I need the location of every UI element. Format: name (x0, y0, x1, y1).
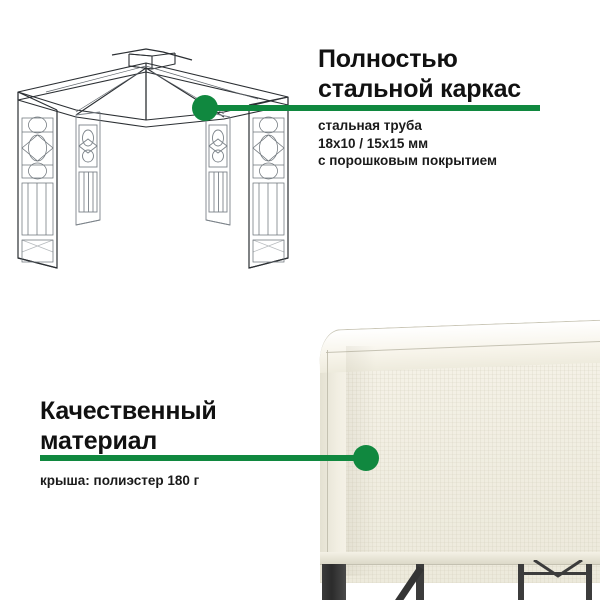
gazebo-line-drawing (17, 48, 289, 269)
canopy-bottom-hem (320, 552, 600, 565)
callout-subtext-quality-material: крыша: полиэстер 180 г (40, 473, 200, 488)
green-marker-dot-steel-frame (192, 95, 218, 121)
canopy-frame-leg-center (416, 564, 424, 600)
callout-rule-quality-material (40, 455, 340, 460)
canopy-frame-v-bracket (533, 560, 583, 578)
callout-heading-quality-material: Качественный материал (40, 397, 217, 455)
canopy-frame-leg-left (322, 564, 346, 600)
callout-heading-steel-frame: Полностью стальной каркас (318, 45, 521, 103)
canopy-frame-leg-right (518, 564, 524, 600)
canopy-frame-leg-far-right (586, 564, 592, 600)
callout-rule-steel-frame (318, 106, 540, 111)
callout-subtext-steel-frame: стальная труба 18x10 / 15x15 мм с порошк… (318, 118, 497, 168)
canopy-photo (300, 319, 600, 600)
green-marker-dot-quality-material (353, 445, 379, 471)
